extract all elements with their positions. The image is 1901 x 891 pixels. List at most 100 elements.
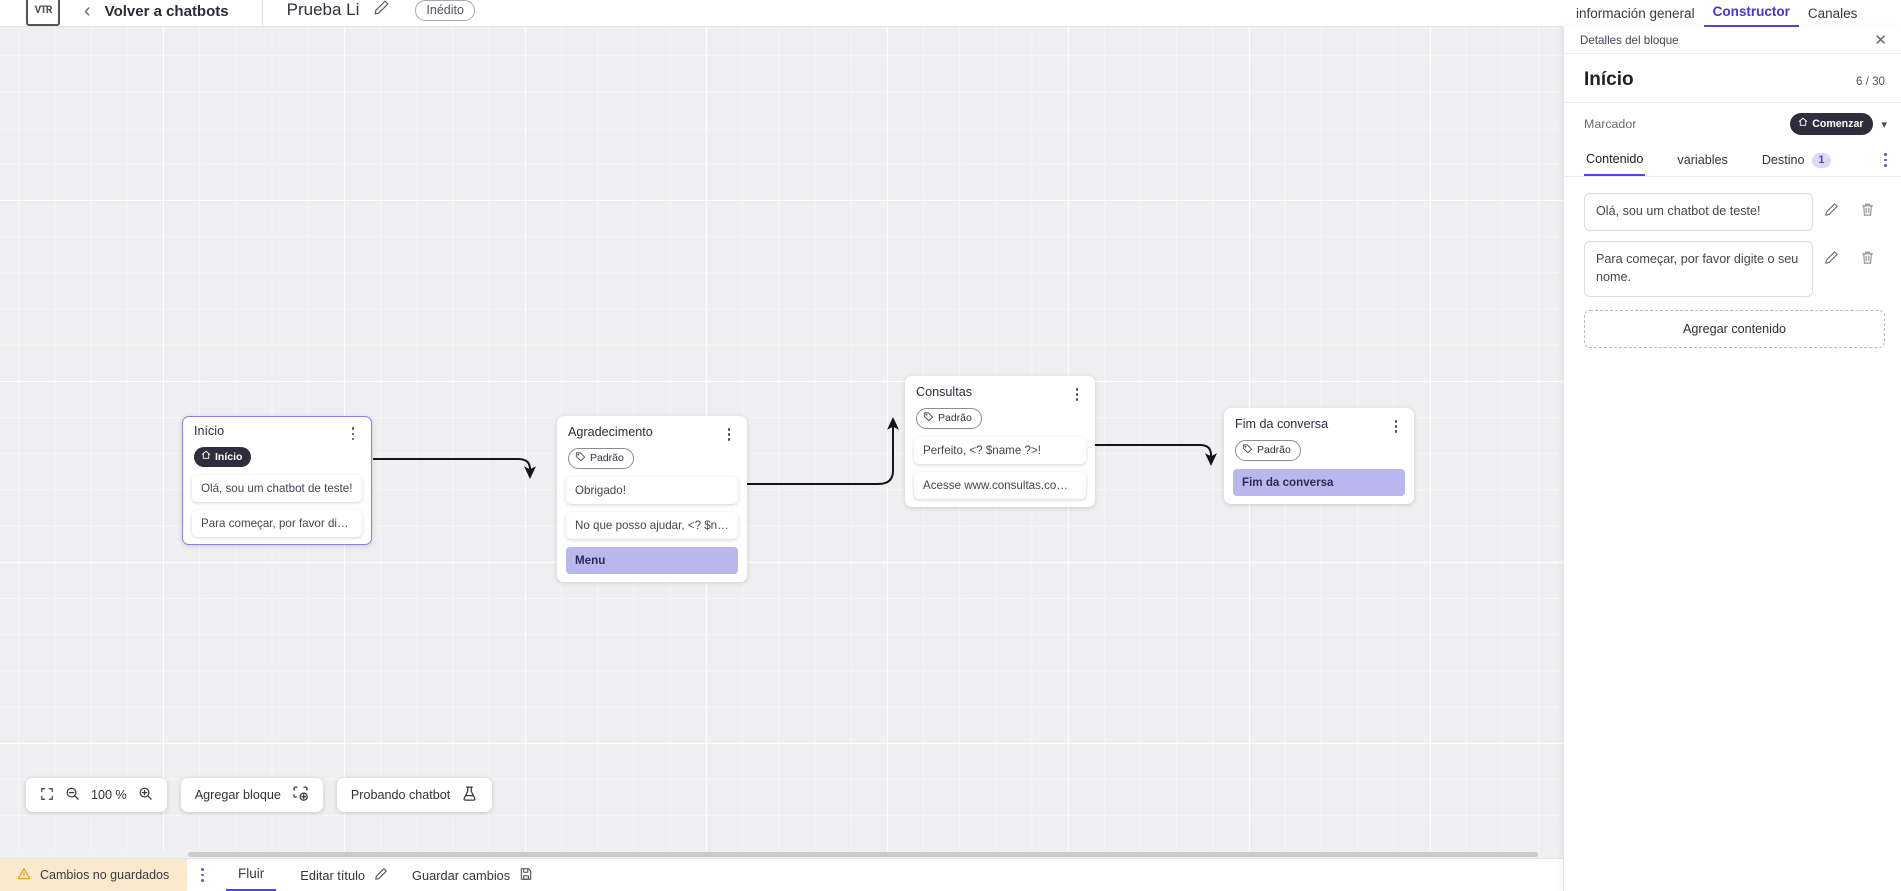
- marker-chip-label: Comenzar: [1812, 117, 1864, 130]
- marker-selector[interactable]: Comenzar ▾: [1790, 113, 1887, 135]
- pencil-icon: [374, 867, 388, 884]
- top-header-bar: VTR ‹ Volver a chatbots Prueba Li Inédit…: [0, 0, 1563, 27]
- node-kebab-icon[interactable]: [346, 424, 360, 441]
- unsaved-changes-label: Cambios no guardados: [40, 868, 170, 882]
- panel-tabs: Contenido variables Destino 1: [1564, 144, 1901, 177]
- edge-consultas-fim: [1086, 444, 1217, 466]
- node-message[interactable]: Olá, sou um chatbot de teste!: [192, 475, 362, 503]
- save-changes-button[interactable]: Guardar cambios: [412, 867, 533, 884]
- status-kebab-icon[interactable]: [201, 868, 205, 882]
- node-chip-label: Padrão: [938, 412, 972, 425]
- edit-title-label: Editar título: [300, 867, 366, 883]
- node-title: Início: [194, 424, 225, 439]
- edit-title-button[interactable]: Editar título: [300, 867, 388, 884]
- marker-label: Marcador: [1584, 117, 1637, 131]
- scrollbar-thumb[interactable]: [188, 852, 1538, 857]
- content-edit-pencil-icon[interactable]: [1813, 241, 1849, 265]
- node-kebab-icon[interactable]: [1389, 417, 1403, 433]
- publish-status-badge: Inédito: [415, 0, 475, 21]
- node-header: Agradecimento: [557, 425, 747, 441]
- tab-contenido[interactable]: Contenido: [1584, 144, 1646, 176]
- tab-informacion-general[interactable]: información general: [1576, 6, 1695, 21]
- node-header: Fim da conversa: [1224, 417, 1414, 433]
- content-items-list: Olá, sou um chatbot de teste! Para começ…: [1564, 177, 1901, 297]
- content-item-text[interactable]: Olá, sou um chatbot de teste!: [1584, 193, 1813, 231]
- save-disk-icon: [519, 867, 533, 884]
- close-icon[interactable]: ✕: [1874, 31, 1887, 49]
- content-delete-trash-icon[interactable]: [1849, 241, 1885, 265]
- add-block-button[interactable]: Agregar bloque: [180, 778, 323, 812]
- destino-count-badge: 1: [1811, 152, 1832, 168]
- node-chip-inicio: Início: [194, 447, 252, 468]
- content-delete-trash-icon[interactable]: [1849, 193, 1885, 217]
- node-chip-label: Padrão: [1257, 444, 1291, 457]
- back-to-chatbots-link[interactable]: Volver a chatbots: [104, 2, 229, 20]
- content-edit-pencil-icon[interactable]: [1813, 193, 1849, 217]
- tab-canales[interactable]: Canales: [1807, 6, 1858, 21]
- chatbot-title: Prueba Li: [286, 0, 360, 19]
- tab-destino-label: Destino: [1761, 153, 1805, 167]
- edge-inicio-agradecimento: [373, 458, 536, 479]
- chevron-down-icon[interactable]: ▾: [1881, 118, 1887, 131]
- flow-node-agradecimento[interactable]: Agradecimento Padrão Obrigado! No que po…: [557, 416, 747, 583]
- tab-variables-label: variables: [1677, 153, 1728, 167]
- app-logo-icon[interactable]: VTR: [26, 0, 60, 26]
- node-title: Fim da conversa: [1235, 417, 1329, 431]
- zoom-controls: 100 %: [26, 778, 167, 812]
- panel-tabs-kebab-icon[interactable]: [1884, 153, 1887, 167]
- marker-chip-comenzar[interactable]: Comenzar: [1790, 113, 1874, 135]
- canvas-horizontal-scrollbar[interactable]: [0, 851, 1563, 858]
- content-item-text[interactable]: Para começar, por favor digite o seu nom…: [1584, 240, 1813, 297]
- zoom-in-icon[interactable]: [138, 786, 153, 804]
- edge-agradecimento-consultas: [736, 417, 899, 485]
- node-chip-padrao: Padrão: [1235, 439, 1301, 462]
- node-chip-padrao: Padrão: [568, 447, 634, 470]
- save-changes-label: Guardar cambios: [412, 867, 511, 883]
- workspace-tabs: información general Constructor Canales: [1563, 0, 1901, 27]
- back-chevron-icon[interactable]: ‹: [84, 0, 91, 22]
- node-message[interactable]: Obrigado!: [566, 477, 738, 505]
- node-message[interactable]: Acesse www.consultas.com par...: [914, 472, 1086, 500]
- tag-icon: [1242, 443, 1253, 457]
- edit-title-pencil-icon[interactable]: [373, 0, 390, 21]
- add-block-label: Agregar bloque: [194, 788, 281, 802]
- canvas-toolbar: 100 % Agregar bloque Probando chatbot: [26, 778, 493, 812]
- node-message[interactable]: Perfeito, <? $name ?>!: [914, 437, 1086, 465]
- node-message-end[interactable]: Fim da conversa: [1233, 469, 1405, 497]
- block-details-panel: Detalles del bloque ✕ Início 6 / 30 Marc…: [1563, 27, 1901, 891]
- node-chip-label: Padrão: [590, 452, 624, 465]
- tab-destino[interactable]: Destino 1: [1760, 145, 1834, 176]
- node-chip-padrao: Padrão: [916, 407, 982, 430]
- node-message-menu[interactable]: Menu: [566, 547, 738, 575]
- test-chatbot-button[interactable]: Probando chatbot: [336, 778, 493, 812]
- marker-row: Marcador Comenzar ▾: [1564, 103, 1901, 144]
- tab-constructor[interactable]: Constructor: [1703, 4, 1799, 27]
- node-message[interactable]: No que posso ajudar, <? $name ...: [566, 512, 738, 540]
- add-block-icon: [292, 785, 309, 805]
- flow-canvas[interactable]: Início Início Olá, sou um chatbot de tes…: [0, 27, 1563, 858]
- warning-triangle-icon: [17, 867, 31, 884]
- node-header: Consultas: [905, 385, 1095, 401]
- add-content-button[interactable]: Agregar contenido: [1584, 309, 1885, 348]
- tab-variables[interactable]: variables: [1675, 145, 1729, 175]
- content-item-row: Olá, sou um chatbot de teste!: [1584, 193, 1885, 231]
- flow-node-fim-da-conversa[interactable]: Fim da conversa Padrão Fim da conversa: [1224, 408, 1414, 505]
- flow-node-inicio[interactable]: Início Início Olá, sou um chatbot de tes…: [182, 416, 372, 545]
- panel-header: Detalles del bloque ✕: [1564, 27, 1901, 54]
- node-header: Início: [183, 424, 371, 441]
- node-kebab-icon[interactable]: [722, 425, 736, 441]
- panel-block-counter: 6 / 30: [1855, 75, 1885, 88]
- tab-contenido-label: Contenido: [1586, 152, 1644, 166]
- tag-icon: [923, 411, 934, 425]
- header-divider: [261, 0, 263, 26]
- test-chatbot-label: Probando chatbot: [350, 788, 451, 802]
- node-title: Consultas: [916, 385, 973, 399]
- node-message[interactable]: Para começar, por favor digite o ...: [192, 510, 362, 538]
- flow-edges: [373, 417, 1217, 485]
- panel-title-row: Início 6 / 30: [1564, 54, 1901, 103]
- tab-fluir[interactable]: Fluir: [226, 859, 277, 891]
- zoom-out-icon[interactable]: [65, 786, 80, 804]
- node-kebab-icon[interactable]: [1070, 385, 1084, 401]
- fit-screen-icon[interactable]: [40, 787, 54, 804]
- flow-node-consultas[interactable]: Consultas Padrão Perfeito, <? $name ?>! …: [905, 376, 1095, 508]
